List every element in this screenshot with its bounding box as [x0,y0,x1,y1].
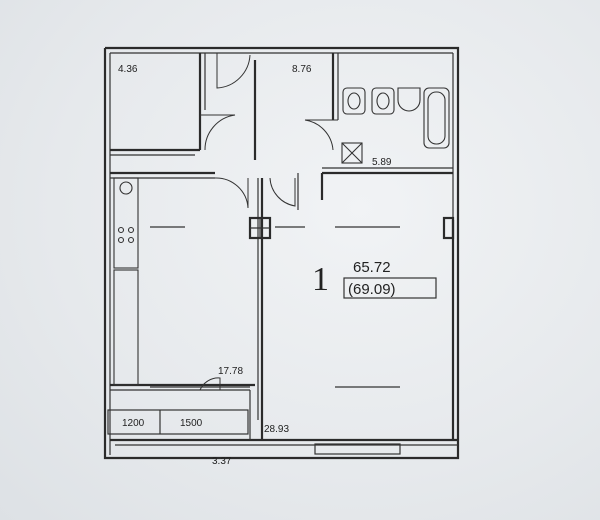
kitchen-counter [113,177,139,269]
kitchen-cabinet [113,269,139,386]
storage-area-label: 4.36 [118,64,138,75]
total-area-label: 65.72 [353,259,391,276]
bathtub-icon [423,87,450,149]
entrance-door-swing [216,53,251,89]
stove-burner-4-icon [127,236,135,244]
room-reference-lines [150,226,400,388]
total-area-with-balcony-box [343,277,437,299]
bathroom-fixtures [341,87,450,164]
storage-door-swing [200,114,236,151]
radiator-box [442,216,455,240]
total-area-with-balcony-label: (69.09) [348,281,396,298]
stove-burner-1-icon [117,226,125,234]
shower-tray-diag2 [341,142,363,164]
room-labels: 4.36 8.76 5.89 17.78 3.37 28.93 [118,64,392,467]
balcony-area-label: 3.37 [212,456,232,467]
interior-walls [110,53,458,446]
sink-icon [397,87,421,112]
kitchen-fixtures [113,177,139,386]
ventilation-shaft [248,216,272,240]
toilet-bowl-icon [347,92,361,110]
stove-burner-2-icon [127,226,135,234]
shower-tray-icon [341,142,363,164]
stove-burner-3-icon [117,236,125,244]
dimension-right-label: 1500 [180,418,203,429]
dimension-labels: 1200 1500 [122,418,203,429]
kitchen-living-area-label: 17.78 [218,366,243,377]
balcony-dimension-box [107,409,249,435]
room-door-swing [269,177,296,207]
kitchen-sink-icon [119,181,133,195]
bath-area-label: 5.89 [372,157,392,168]
outer-walls [103,46,460,460]
bidet-icon [371,87,395,115]
hall-area-label: 8.76 [292,64,312,75]
bathtub-inner-icon [427,91,446,145]
outer-wall [103,46,460,460]
kitchen-door-swing [214,177,249,209]
bidet-bowl-icon [376,92,390,110]
room-area-label: 28.93 [264,424,289,435]
room-window [314,443,401,455]
rooms-count-label: 1 [312,261,329,298]
dimension-left-label: 1200 [122,418,145,429]
bath-door-swing [304,119,338,151]
balcony-door-swing [199,377,221,391]
doors [199,53,338,391]
windows [107,409,401,455]
toilet-icon [342,87,366,115]
apartment-summary: 1 65.72 (69.09) [312,259,437,299]
